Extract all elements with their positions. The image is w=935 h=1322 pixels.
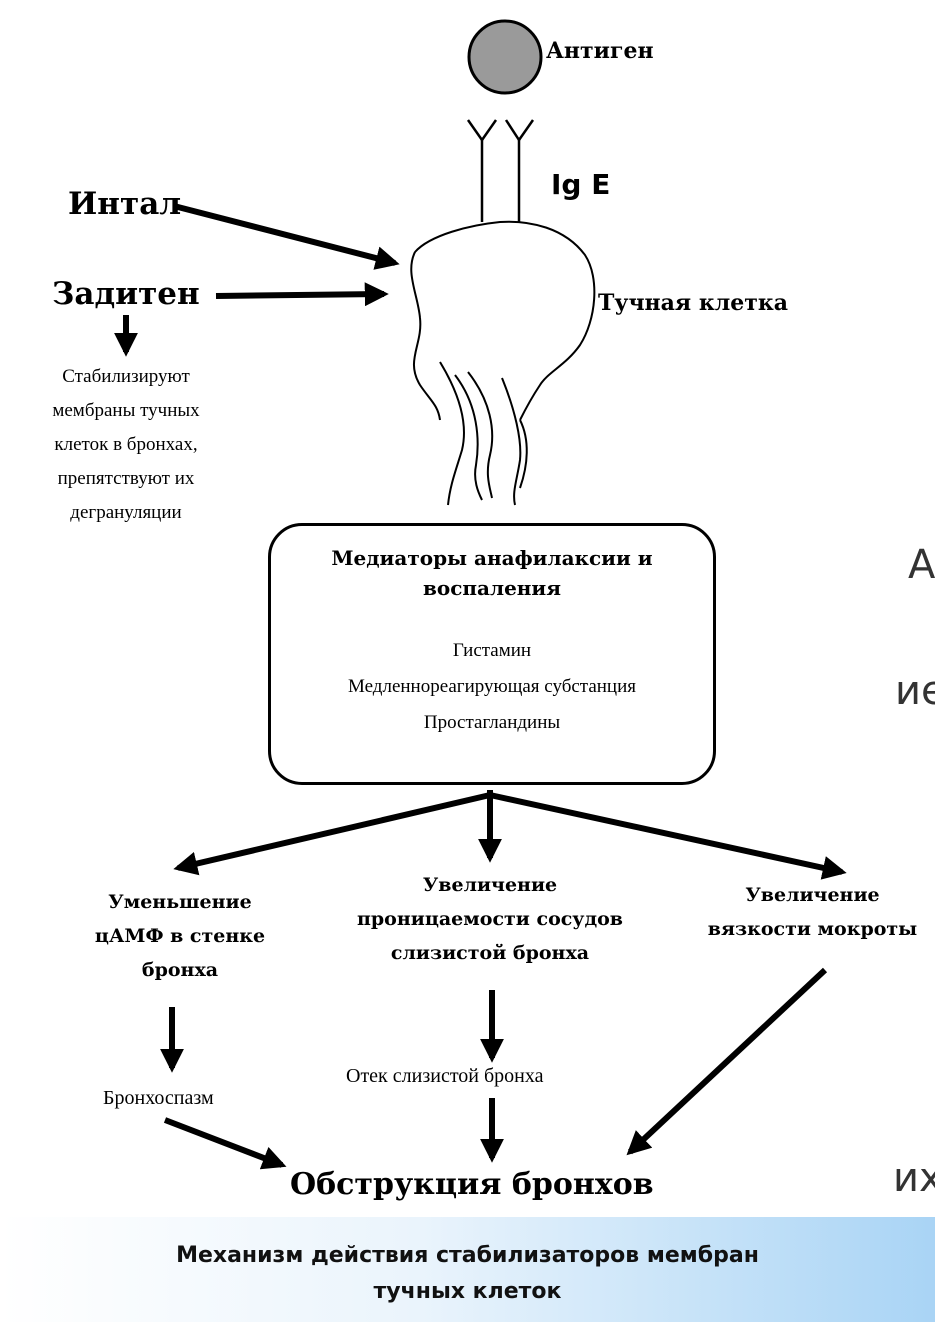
drug-effect-text: Стабилизируют мембраны тучных клеток в б… — [2, 360, 250, 530]
drug-effect-line: препятствуют их — [57, 468, 195, 489]
effect-right: Увеличение вязкости мокроты — [690, 878, 935, 946]
bronchospasm-to-obstruction-arrow — [163, 1117, 287, 1170]
zaditen-arrow — [215, 282, 389, 307]
caption-line: тучных клеток — [373, 1279, 562, 1304]
effect-right-line: вязкости мокроты — [707, 918, 918, 940]
antigen-label: Антиген — [546, 38, 654, 64]
background-fragment-2: ие — [895, 668, 935, 714]
antigen-circle — [467, 19, 543, 95]
effect-left: Уменьшение цАМФ в стенке бронха — [70, 885, 290, 987]
ige-antibody-right — [504, 119, 535, 222]
drug-effect-line: мембраны тучных — [52, 400, 200, 421]
mediator-item: Медленнореагирующая субстанция — [347, 676, 637, 697]
drug-effect-line: Стабилизируют — [62, 366, 190, 387]
mast-cell-outline — [410, 220, 596, 421]
drug-effect-line: дегрануляции — [70, 502, 182, 523]
intal-arrow — [173, 203, 400, 270]
viscosity-to-obstruction-arrow — [626, 967, 828, 1156]
edema-label: Отек слизистой бронха — [346, 1065, 544, 1087]
bronchospasm-label: Бронхоспазм — [103, 1087, 214, 1109]
obstruction-label: Обструкция бронхов — [290, 1167, 654, 1202]
effect-middle-line: проницаемости сосудов — [356, 908, 624, 930]
mediators-box — [268, 523, 716, 785]
effect-left-line: Уменьшение — [108, 891, 252, 913]
background-fragment-3: их — [893, 1155, 935, 1201]
drug-effect-line: клеток в бронхах, — [54, 434, 198, 455]
zaditen-label: Задитен — [52, 276, 200, 312]
mast-cell-tails — [439, 361, 528, 506]
caption: Механизм действия стабилизаторов мембран… — [0, 1238, 935, 1310]
effect-middle: Увеличение проницаемости сосудов слизист… — [330, 868, 650, 970]
mast-cell-label: Тучная клетка — [598, 290, 788, 316]
caption-bar — [0, 1217, 935, 1322]
mediators-content: Медиаторы анафилаксии и воспаления Гиста… — [268, 543, 716, 741]
effect-middle-line: Увеличение — [422, 874, 558, 896]
mediators-title-line: Медиаторы анафилаксии и — [331, 546, 653, 570]
background-fragment-1: А — [908, 542, 935, 588]
mediators-title-line: воспаления — [422, 576, 562, 600]
caption-line: Механизм действия стабилизаторов мембран — [176, 1243, 759, 1268]
ige-label: Ig E — [551, 168, 611, 201]
mediator-item: Простагландины — [423, 712, 561, 733]
effect-middle-line: слизистой бронха — [390, 942, 590, 964]
effect-left-line: цАМФ в стенке — [94, 925, 266, 947]
effect-right-line: Увеличение — [745, 884, 880, 906]
ige-antibody-left — [466, 119, 498, 222]
mediators-to-left-arrow — [173, 792, 491, 876]
mediator-item: Гистамин — [452, 640, 532, 661]
intal-label: Интал — [68, 186, 182, 222]
effect-left-line: бронха — [141, 959, 219, 981]
mediators-to-right-arrow — [489, 792, 847, 880]
